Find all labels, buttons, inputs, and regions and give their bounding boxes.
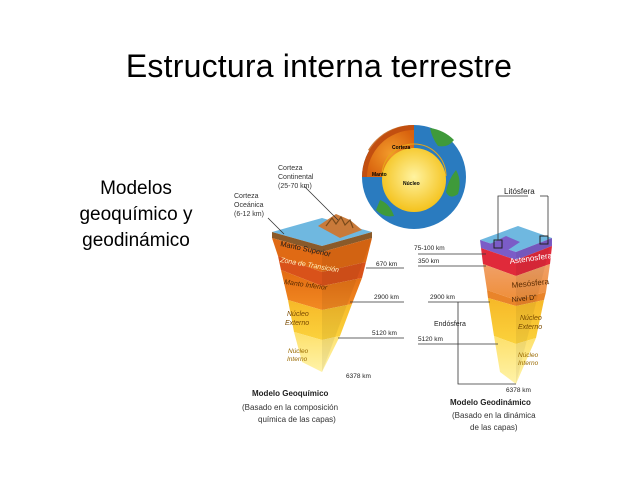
right-caption-line-2: de las capas)	[470, 423, 518, 432]
globe-label-nucleo: Núcleo	[403, 181, 420, 187]
right-layer-nucleo-externo	[488, 298, 544, 344]
left-top-land	[318, 214, 362, 238]
right-depth-5120: 5120 km	[418, 336, 443, 343]
left-depth-5120: 5120 km	[372, 330, 397, 337]
left-layer-manto-inferior	[281, 270, 362, 310]
globe-core	[382, 148, 446, 212]
right-wedge: Litósfera Astenosfera Mesósfera Nivel D"…	[414, 187, 553, 432]
subtitle-line: geodinámico	[82, 230, 190, 251]
right-label-nucleo-interno-1: Núcleo	[518, 352, 539, 359]
globe-label-manto: Manto	[372, 172, 387, 178]
slide-title: Estructura interna terrestre	[125, 48, 513, 84]
right-label-nucleo-externo-1: Núcleo	[520, 315, 542, 322]
right-layer-nivel-d	[487, 290, 546, 306]
left-layer-zona-transicion	[278, 256, 366, 286]
globe: Corteza Manto Núcleo	[362, 124, 466, 229]
left-label-corteza-continental-3: (25-70 km)	[278, 183, 312, 190]
right-label-litosfera: Litósfera	[504, 187, 535, 196]
left-label-corteza-continental-2: Continental	[278, 174, 314, 181]
left-label-nucleo-externo-2: Externo	[285, 320, 309, 327]
right-caption-title: Modelo Geodinámico	[450, 398, 531, 407]
right-label-endosfera: Endósfera	[434, 321, 466, 328]
left-wedge: Manto Superior Zona de Transición Manto …	[234, 165, 404, 424]
right-label-nucleo-interno-2: Interno	[518, 360, 539, 367]
left-caption-title: Modelo Geoquímico	[252, 389, 329, 398]
right-layer-astenosfera	[481, 246, 552, 276]
right-label-mesosfera: Mesósfera	[511, 277, 550, 290]
left-depth-670: 670 km	[376, 261, 397, 268]
subtitle-line: Modelos	[100, 178, 172, 199]
left-layer-nucleo-externo	[288, 300, 352, 340]
left-depth-2900: 2900 km	[374, 294, 399, 301]
left-label-nucleo-externo-1: Núcleo	[287, 311, 309, 318]
globe-label-corteza: Corteza	[392, 145, 411, 151]
subtitle-line: geoquímico y	[79, 204, 193, 225]
right-depth-2900: 2900 km	[430, 294, 455, 301]
right-depth-350: 350 km	[418, 258, 439, 265]
right-layer-nucleo-interno	[494, 336, 536, 384]
left-depth-6378: 6378 km	[346, 373, 371, 380]
globe-land	[372, 128, 460, 217]
slide-subtitle: Modelos geoquímico y geodinámico	[56, 176, 216, 254]
left-label-corteza-oceanica-2: Oceánica	[234, 202, 264, 209]
right-depth-6378: 6378 km	[506, 387, 531, 394]
left-label-corteza-oceanica-3: (6-12 km)	[234, 211, 264, 218]
right-caption-line-1: (Basado en la dinámica	[452, 411, 536, 420]
right-label-nivel-d: Nivel D"	[511, 294, 537, 304]
left-caption-line-1: (Basado en la composición	[242, 403, 338, 412]
left-layer-nucleo-interno	[294, 332, 340, 372]
left-layer-manto-superior	[272, 238, 372, 272]
right-layer-mesosfera	[483, 264, 550, 300]
left-label-corteza-continental-1: Corteza	[278, 165, 303, 172]
right-depth-75-100: 75-100 km	[414, 245, 445, 252]
left-label-nucleo-interno-1: Núcleo	[288, 348, 309, 355]
right-layer-litosfera	[480, 238, 552, 260]
right-label-nucleo-externo-2: Externo	[518, 324, 542, 331]
left-label-nucleo-interno-2: Interno	[287, 356, 308, 363]
left-label-corteza-oceanica-1: Corteza	[234, 193, 259, 200]
left-caption-line-2: química de las capas)	[258, 415, 336, 424]
